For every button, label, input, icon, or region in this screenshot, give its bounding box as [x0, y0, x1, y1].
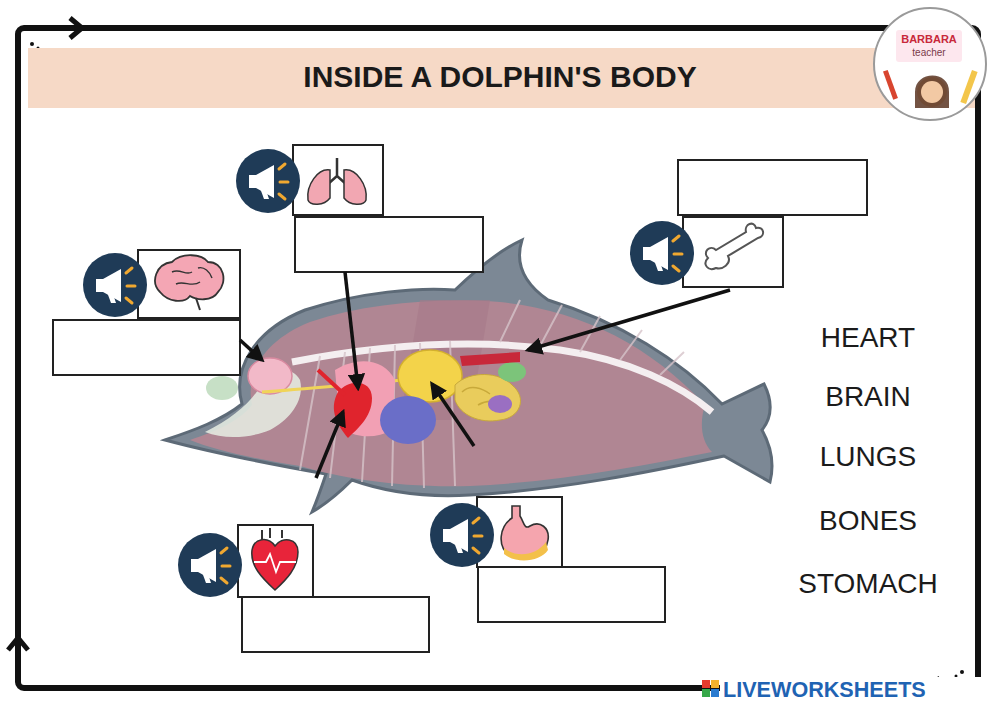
bone-icon	[683, 217, 783, 287]
watermark-icon	[702, 689, 710, 697]
answer-box	[678, 160, 867, 215]
dolphin-illustration	[318, 370, 345, 395]
teacher-logo	[960, 70, 977, 104]
teacher-logo	[921, 81, 943, 103]
dolphin-illustration	[190, 301, 712, 487]
answer-box	[478, 567, 665, 622]
brain-icon	[196, 298, 200, 310]
watermark-icon	[702, 680, 719, 697]
word-bank-item: LUNGS	[768, 441, 968, 473]
speaker-icon	[236, 149, 300, 213]
page-frame	[960, 670, 964, 674]
watermark: LIVEWORKSHEETS	[720, 677, 988, 703]
logo-text: teacher	[896, 47, 962, 58]
lungs-icon	[293, 145, 383, 215]
heart-icon	[262, 528, 282, 540]
teacher-logo	[915, 76, 949, 109]
brain-icon	[172, 268, 212, 285]
logo-text: BARBARA	[896, 33, 962, 45]
page-frame	[8, 18, 978, 698]
heart-icon	[254, 554, 296, 572]
dolphin-illustration	[460, 352, 520, 366]
heart-icon	[238, 525, 313, 597]
answer-box	[295, 217, 483, 272]
brain-icon	[138, 250, 240, 318]
lungs-icon	[344, 170, 366, 204]
answer-box	[53, 320, 240, 375]
brain-icon	[138, 250, 240, 318]
heart-icon	[238, 525, 313, 597]
pointer-arrow	[240, 272, 730, 478]
word-bank-item: STOMACH	[768, 568, 968, 600]
watermark-icon	[711, 689, 719, 697]
word-bank-item: HEART	[768, 322, 968, 354]
teacher-logo	[874, 8, 986, 120]
bone-icon	[706, 224, 764, 269]
heart-icon	[252, 540, 298, 590]
page-frame	[8, 638, 28, 660]
page-frame	[18, 28, 978, 688]
pointer-arrow	[528, 290, 730, 350]
dolphin-illustration	[206, 376, 238, 400]
speaker-icon	[630, 221, 694, 285]
lungs-icon	[293, 145, 383, 215]
speaker-icon	[178, 533, 242, 597]
dolphin-illustration	[398, 350, 462, 402]
dolphin-illustration	[165, 240, 772, 512]
speaker-icon	[430, 503, 494, 567]
teacher-logo	[883, 70, 898, 100]
answer-box	[242, 597, 429, 652]
word-bank-item: BONES	[768, 505, 968, 537]
dolphin-illustration	[488, 395, 512, 413]
dolphin-illustration	[248, 358, 292, 394]
bone-icon	[683, 217, 783, 287]
lungs-icon	[308, 170, 330, 204]
title-band	[28, 48, 975, 108]
watermark-icon	[702, 680, 710, 688]
worksheet-title: INSIDE A DOLPHIN'S BODY	[150, 60, 850, 94]
dolphin-illustration	[498, 362, 526, 382]
pointer-arrow	[240, 340, 262, 360]
dolphin-illustration	[165, 240, 772, 512]
word-bank-item: BRAIN	[768, 381, 968, 413]
dolphin-illustration	[380, 396, 436, 444]
pointer-arrow	[345, 272, 358, 388]
pointer-arrow	[316, 412, 343, 478]
page-frame	[30, 42, 34, 46]
speaker-icon	[83, 253, 147, 317]
watermark-icon	[711, 680, 719, 688]
pointer-arrow	[432, 384, 474, 446]
teacher-logo	[874, 8, 986, 120]
stomach-icon	[504, 542, 548, 560]
brain-icon	[155, 255, 223, 301]
teacher-logo	[896, 30, 962, 62]
page-frame	[40, 18, 82, 38]
